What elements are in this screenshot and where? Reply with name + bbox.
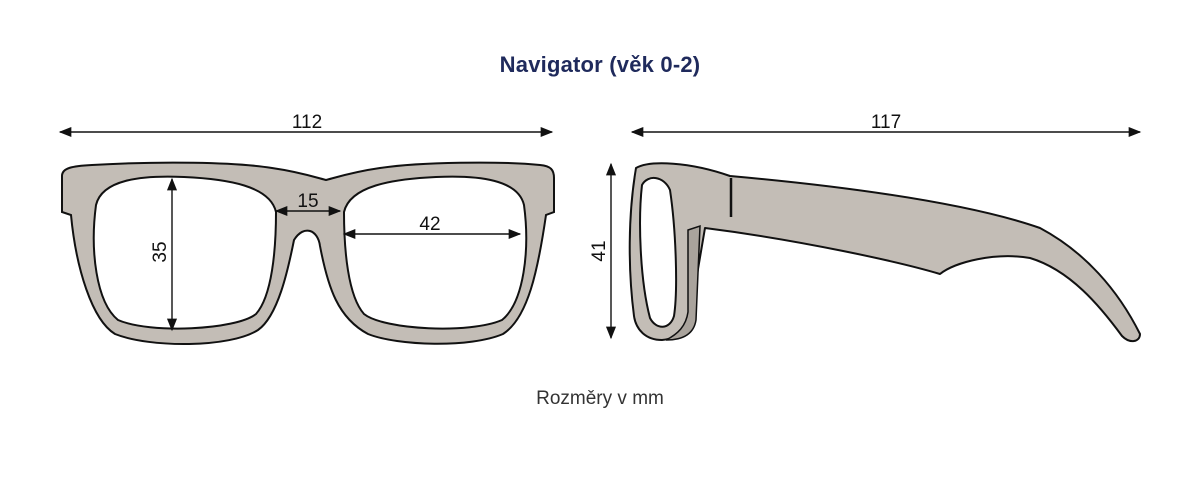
front-edge (665, 224, 701, 341)
diagram-title: Navigator (věk 0-2) (499, 52, 701, 77)
dimension-lines (58, 126, 1142, 340)
side-view (628, 162, 1141, 342)
temple-length-label: 117 (871, 112, 901, 133)
front-view (61, 161, 555, 346)
front-frame (61, 161, 555, 346)
lens-height-label: 35 (150, 241, 171, 262)
units-note: Rozměry v mm (536, 388, 664, 409)
frame-height-label: 41 (589, 240, 610, 261)
side-lens (639, 177, 678, 328)
dimension-labels: 112 117 15 42 35 41 (150, 112, 901, 263)
total-width-label: 112 (292, 112, 322, 133)
bridge-width-label: 15 (297, 191, 318, 212)
temple-arm (628, 162, 1141, 342)
lens-width-label: 42 (419, 214, 440, 235)
